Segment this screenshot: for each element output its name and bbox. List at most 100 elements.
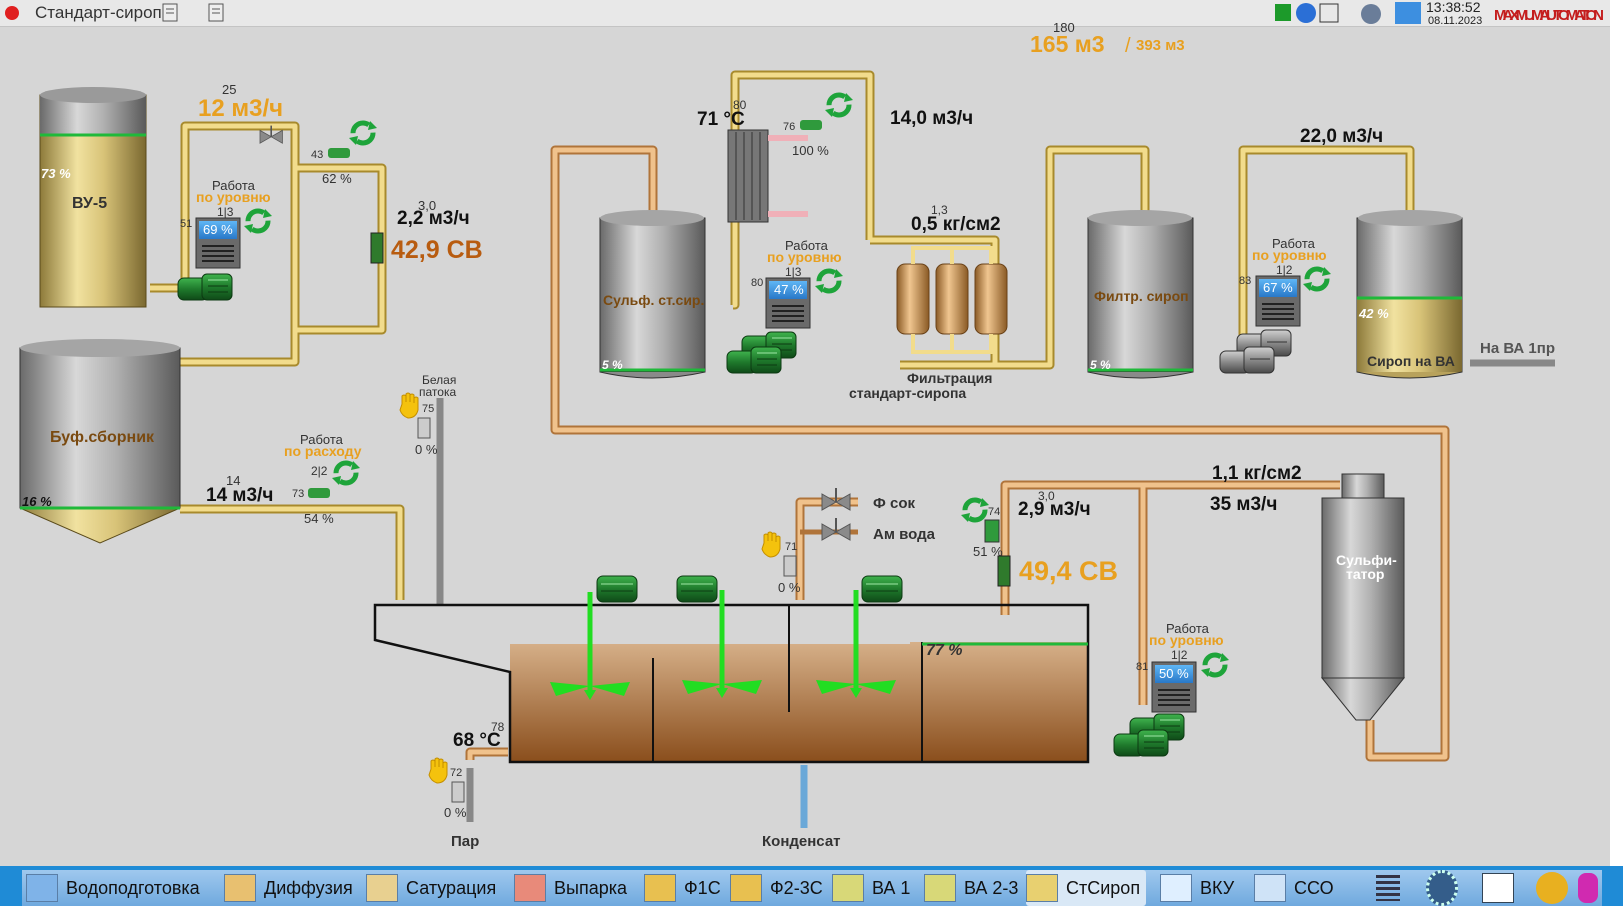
tab-vku[interactable]: ВКУ — [1160, 870, 1234, 906]
pump83-mode1: Работа — [1272, 236, 1316, 251]
tank-buf[interactable] — [19, 339, 181, 544]
tab-label: Сатурация — [406, 877, 497, 898]
tank-filtered[interactable] — [1087, 210, 1194, 379]
tab-label: ВА 1 — [872, 877, 911, 898]
pump51-count: 1|3 — [217, 205, 234, 219]
vu5-flow: 12 м3/ч — [198, 95, 283, 122]
sirop-ba-level: 42 % — [1358, 306, 1389, 321]
mixer-basin[interactable] — [373, 603, 1090, 764]
valve-amvoda[interactable] — [821, 517, 851, 541]
filter-group[interactable] — [896, 263, 1008, 335]
vu5-name: ВУ-5 — [72, 195, 107, 212]
pump83-count: 1|2 — [1276, 263, 1293, 277]
user-icon[interactable] — [1361, 4, 1381, 24]
pump80-a[interactable] — [726, 346, 782, 374]
add-icon[interactable] — [1275, 4, 1291, 21]
scada-canvas: Стандарт-сироп 13:38:52 08.11.2023 MAXIM… — [5, 0, 1604, 850]
valve43-actuator[interactable] — [328, 148, 350, 158]
valve-fsok[interactable] — [821, 487, 851, 511]
chat-icon[interactable] — [1296, 3, 1316, 23]
pump81-a[interactable] — [1113, 729, 1169, 757]
title-bar — [0, 0, 1623, 27]
buf-flow-setpoint: 14 — [226, 473, 240, 488]
trend-chart-icon[interactable] — [1482, 870, 1514, 906]
buf-level: 16 % — [22, 494, 52, 509]
report-icon[interactable] — [208, 3, 224, 22]
pump51-id: 51 — [180, 218, 192, 230]
tab-label: Ф2-3С — [770, 877, 823, 898]
pump83-auto-icon[interactable] — [1303, 267, 1331, 291]
pump83-a[interactable] — [1219, 346, 1275, 374]
clipboard-icon[interactable] — [162, 3, 178, 22]
mixer-motor-3[interactable] — [861, 575, 903, 603]
valve74[interactable] — [984, 519, 1000, 543]
pump51[interactable] — [177, 273, 233, 301]
tab-vyparka[interactable]: Выпарка — [514, 870, 627, 906]
valve43-auto-icon[interactable] — [349, 121, 377, 145]
pump51-mode2: по уровню — [196, 189, 271, 205]
pump51-value: 69 % — [203, 222, 233, 237]
tab-stsirop[interactable]: СтСироп — [1026, 870, 1146, 906]
list-icon[interactable] — [1376, 870, 1402, 906]
syrup-icon — [1026, 874, 1058, 902]
mixer-motor-2[interactable] — [676, 575, 718, 603]
tab-saturaciya[interactable]: Сатурация — [366, 870, 496, 906]
flow-22: 22,0 м3/ч — [1300, 126, 1383, 147]
sulfitator[interactable] — [1320, 473, 1406, 721]
tab-va1[interactable]: ВА 1 — [832, 870, 910, 906]
pump80-auto-icon[interactable] — [815, 269, 843, 293]
valve76-actuator[interactable] — [800, 120, 822, 130]
valve71[interactable] — [783, 555, 797, 577]
vacuum1-icon — [832, 874, 864, 902]
valve75[interactable] — [417, 417, 431, 439]
pipe-buf-out — [180, 504, 405, 600]
close-icon[interactable] — [5, 6, 19, 20]
valve76-auto-icon[interactable] — [825, 93, 853, 117]
tab-va23[interactable]: ВА 2-3 — [924, 870, 1018, 906]
tab-sso[interactable]: ССО — [1254, 870, 1334, 906]
heat-exchanger[interactable] — [727, 129, 769, 223]
mail-icon[interactable] — [1395, 2, 1421, 24]
tank-vu5[interactable] — [39, 87, 147, 308]
tab-f23s[interactable]: Ф2-3С — [730, 870, 823, 906]
tab-label: ВА 2-3 — [964, 877, 1019, 898]
engineer-icon[interactable] — [1536, 870, 1572, 906]
tab-label: ВКУ — [1200, 877, 1235, 898]
valve74-auto-icon[interactable] — [961, 498, 989, 522]
pump51-auto-icon[interactable] — [244, 209, 272, 233]
tab-label: Водоподготовка — [66, 877, 200, 898]
tab-diffuziya[interactable]: Диффузия — [224, 870, 353, 906]
valve71-manual-hand-icon[interactable] — [761, 531, 781, 558]
network-icon[interactable] — [1319, 3, 1339, 23]
mixer-motor-1[interactable] — [596, 575, 638, 603]
pump80-mode1: Работа — [785, 238, 829, 253]
tab-label: Выпарка — [554, 877, 627, 898]
density-meter[interactable] — [370, 232, 384, 264]
tab-f1s[interactable]: Ф1С — [644, 870, 721, 906]
tank-sirop-ba[interactable] — [1356, 210, 1463, 379]
density-sv: 42,9 СВ — [391, 236, 483, 264]
valve73-actuator[interactable] — [308, 488, 330, 498]
pump81-auto-icon[interactable] — [1201, 653, 1229, 677]
settings-gear-icon[interactable] — [1426, 870, 1458, 906]
pump73-auto-icon[interactable] — [332, 461, 360, 485]
total-volume-2: 393 м3 — [1136, 37, 1185, 54]
valve72[interactable] — [451, 781, 465, 803]
evaporation-icon — [514, 874, 546, 902]
valve74-density-meter[interactable] — [997, 555, 1011, 587]
right-scroll-edge — [1610, 0, 1623, 906]
tank-sulf[interactable] — [599, 210, 706, 379]
white-manual-hand-icon[interactable] — [399, 392, 419, 419]
white-label-2: патока — [419, 385, 456, 399]
steam-manual-hand-icon[interactable] — [428, 757, 448, 784]
total-setpoint: 180 — [1053, 20, 1075, 35]
pipe-fsok — [795, 497, 858, 600]
valve74-flow: 2,9 м3/ч — [1018, 499, 1091, 520]
pump83-id: 83 — [1239, 275, 1251, 287]
sulf-tank-name: Сульф. ст.сир. — [603, 292, 704, 308]
density-setpoint: 3,0 — [418, 198, 436, 213]
touch-hand-icon[interactable] — [1578, 870, 1602, 906]
tab-vodopodgotovka[interactable]: Водоподготовка — [26, 870, 200, 906]
sulf-tank-level: 5 % — [602, 358, 623, 372]
pump81-mode2: по уровню — [1149, 632, 1224, 648]
